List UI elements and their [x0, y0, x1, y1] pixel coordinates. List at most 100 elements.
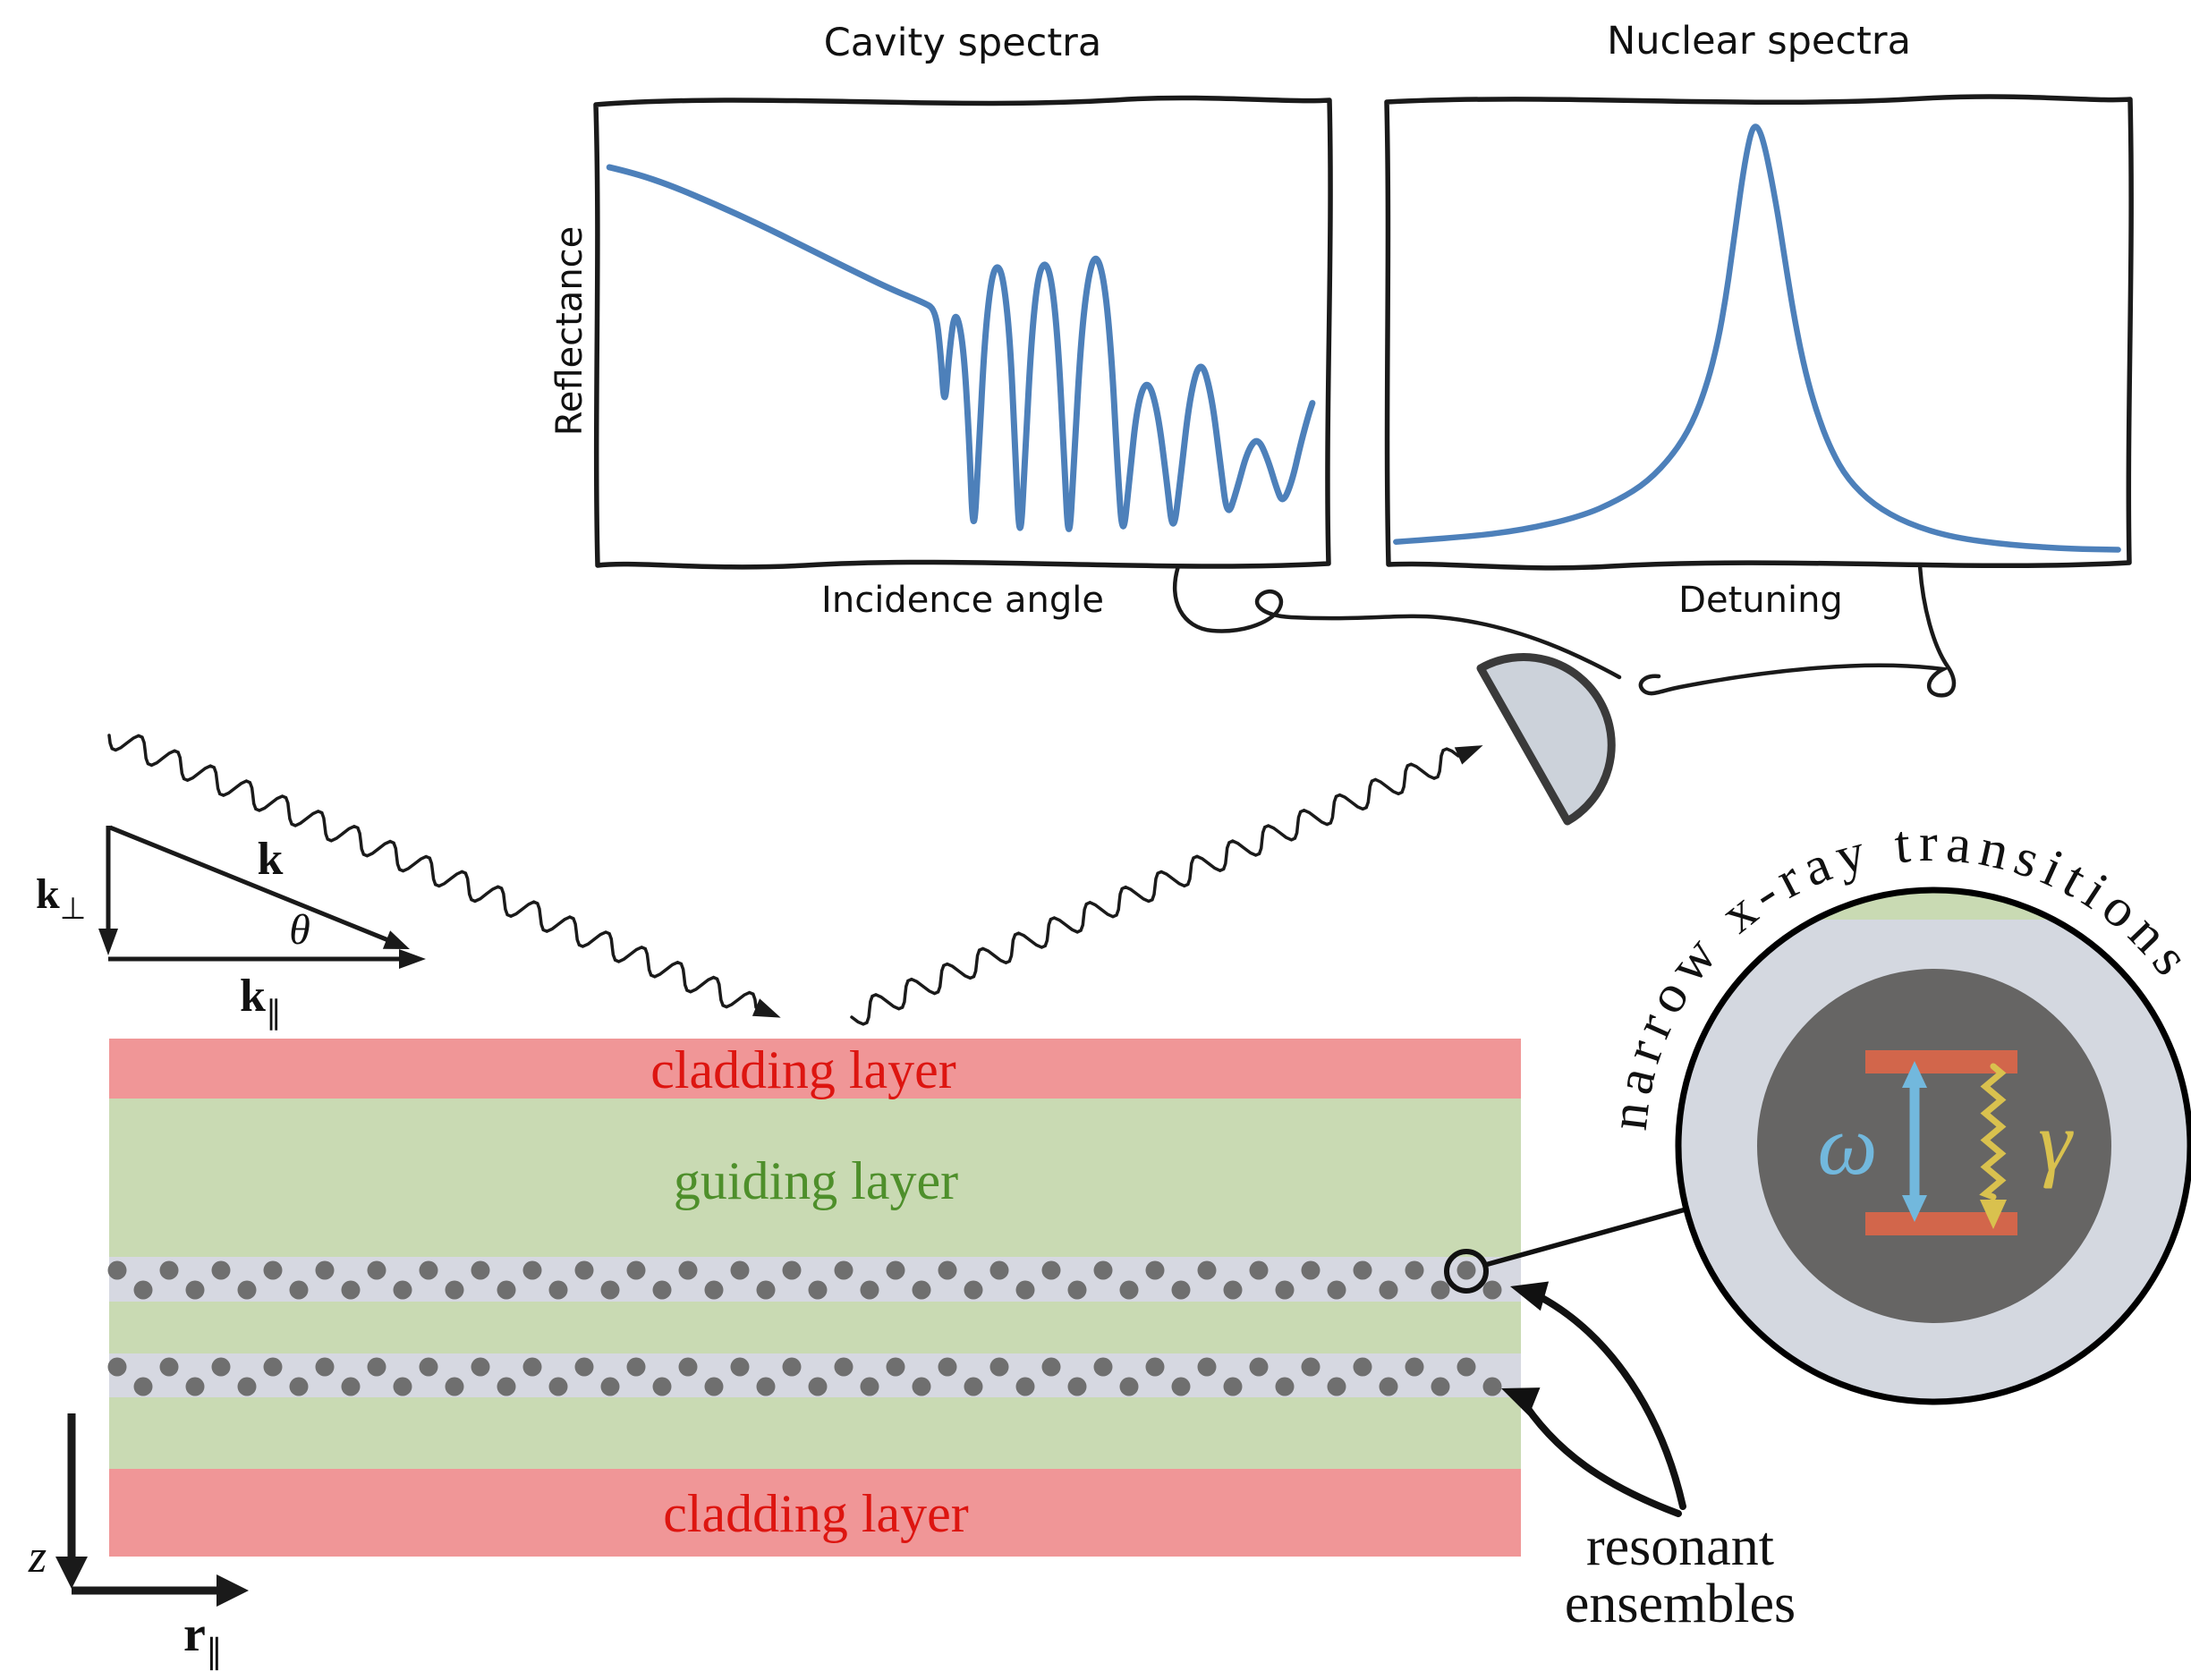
ensemble-dot	[574, 1357, 594, 1377]
ensemble-dot	[782, 1357, 802, 1377]
ensemble-dot	[1275, 1377, 1295, 1396]
ensemble-dot	[1249, 1260, 1269, 1280]
ensemble-dot	[1145, 1357, 1165, 1377]
ensemble-dot	[1249, 1357, 1269, 1377]
ensemble-dot	[159, 1357, 179, 1377]
bottom-cladding-band	[109, 1469, 1521, 1557]
ensemble-dot	[1171, 1280, 1191, 1300]
cavity-plot-frame	[593, 95, 1333, 570]
ensemble-dot	[1067, 1280, 1087, 1300]
r-axis-label: r∥	[183, 1607, 223, 1671]
ensemble-dot	[574, 1260, 594, 1280]
ensemble-dot	[367, 1357, 386, 1377]
k-perp-label: k⊥	[36, 870, 86, 926]
ensemble-dot	[107, 1357, 127, 1377]
ensemble-dot	[1379, 1377, 1398, 1396]
ensemble-dot	[1456, 1357, 1476, 1377]
guiding-layer-label: guiding layer	[674, 1151, 958, 1210]
ensemble-dot	[1353, 1357, 1372, 1377]
ensemble-dot	[652, 1280, 672, 1300]
ensemble-dot	[1093, 1357, 1113, 1377]
ensemble-dot	[1327, 1280, 1346, 1300]
ensemble-dot	[989, 1357, 1009, 1377]
zoomed-nucleus-marker	[1444, 1249, 1489, 1294]
ensemble-dot	[497, 1280, 516, 1300]
ensemble-dot	[860, 1377, 879, 1396]
resonant-annotation: resonant ensembles	[1501, 1281, 1796, 1634]
resonant-nuclei-dots	[107, 1260, 1502, 1396]
nuclear-resonance-curve	[1393, 123, 2121, 553]
ensemble-dot	[107, 1260, 127, 1280]
ensemble-dot	[704, 1280, 724, 1300]
ensemble-dot	[1353, 1260, 1372, 1280]
ensemble-dot	[1197, 1260, 1217, 1280]
ensemble-dot	[263, 1357, 283, 1377]
nuclear-xlabel: Detuning	[1678, 580, 1843, 621]
theta-label: θ	[289, 906, 310, 954]
ensemble-dot	[419, 1260, 438, 1280]
detector-connectors	[1173, 563, 1957, 698]
wavevector-triangle: k⊥ k θ k∥	[36, 825, 426, 1031]
cavity-ylabel: Reflectance	[549, 226, 590, 437]
ensemble-dot	[678, 1357, 698, 1377]
cavity-plot-title: Cavity spectra	[824, 21, 1101, 65]
ensemble-dot	[289, 1280, 309, 1300]
resonant-arrow-1-head	[1510, 1281, 1550, 1311]
ensemble-dot	[1405, 1260, 1424, 1280]
resonant-label-line1: resonant	[1586, 1516, 1774, 1577]
incident-beam-arrowhead	[752, 998, 781, 1018]
ensemble-dot	[471, 1260, 490, 1280]
ensemble-dot	[1301, 1357, 1321, 1377]
ensemble-dot	[756, 1280, 776, 1300]
ensemble-dot	[548, 1377, 568, 1396]
ensemble-dot	[393, 1280, 412, 1300]
ensemble-dot	[1119, 1377, 1139, 1396]
ensemble-dot	[1482, 1377, 1502, 1396]
ensemble-dot	[1482, 1280, 1502, 1300]
ensemble-dot	[626, 1357, 646, 1377]
cavity-xlabel: Incidence angle	[821, 580, 1104, 621]
k-arrowhead	[382, 930, 410, 949]
ensemble-dot	[185, 1377, 205, 1396]
ensemble-dot	[600, 1280, 620, 1300]
reflected-xray-wave	[850, 747, 1460, 1026]
ensemble-dot	[1301, 1260, 1321, 1280]
ensemble-dot	[1275, 1280, 1295, 1300]
resonant-label-line2: ensembles	[1565, 1574, 1796, 1634]
ensemble-dot	[1223, 1280, 1243, 1300]
ensemble-dot	[626, 1260, 646, 1280]
gamma-decay-wavy-line	[1979, 1063, 2007, 1201]
transition-inset: ω γ narrow x-ray transitions	[1599, 813, 2191, 1405]
ensemble-dot	[471, 1357, 490, 1377]
detector	[1476, 653, 1616, 826]
ensemble-dot	[1197, 1357, 1217, 1377]
ensemble-dot	[600, 1377, 620, 1396]
ensemble-dot	[522, 1260, 542, 1280]
ensemble-dot	[912, 1377, 931, 1396]
nuclear-plot-title: Nuclear spectra	[1607, 19, 1911, 64]
ensemble-dot	[1327, 1377, 1346, 1396]
omega-arrowhead-up	[1902, 1061, 1927, 1088]
ensemble-dot	[808, 1377, 828, 1396]
k-perp-arrowhead	[98, 929, 118, 955]
ensemble-dot	[1456, 1260, 1476, 1280]
ensemble-dot	[159, 1260, 179, 1280]
ensemble-dot	[341, 1280, 361, 1300]
ensemble-dot	[367, 1260, 386, 1280]
ensemble-dot	[678, 1260, 698, 1280]
ensemble-dot	[341, 1377, 361, 1396]
ensemble-dot	[652, 1377, 672, 1396]
ensemble-dot	[1405, 1357, 1424, 1377]
ensemble-dot	[1015, 1280, 1035, 1300]
ensemble-dot	[756, 1377, 776, 1396]
nuclear-plot-frame	[1384, 94, 2134, 571]
ensemble-dot	[1431, 1377, 1450, 1396]
ensemble-dot	[886, 1357, 905, 1377]
resonant-arrow-1-line	[1537, 1294, 1686, 1510]
top-cladding-label: cladding layer	[650, 1040, 956, 1099]
ensemble-dot	[1171, 1377, 1191, 1396]
z-axis-arrowhead	[55, 1557, 88, 1589]
incident-xray-wave	[107, 734, 758, 1009]
nuclear-to-detector-connector	[1638, 563, 1957, 698]
